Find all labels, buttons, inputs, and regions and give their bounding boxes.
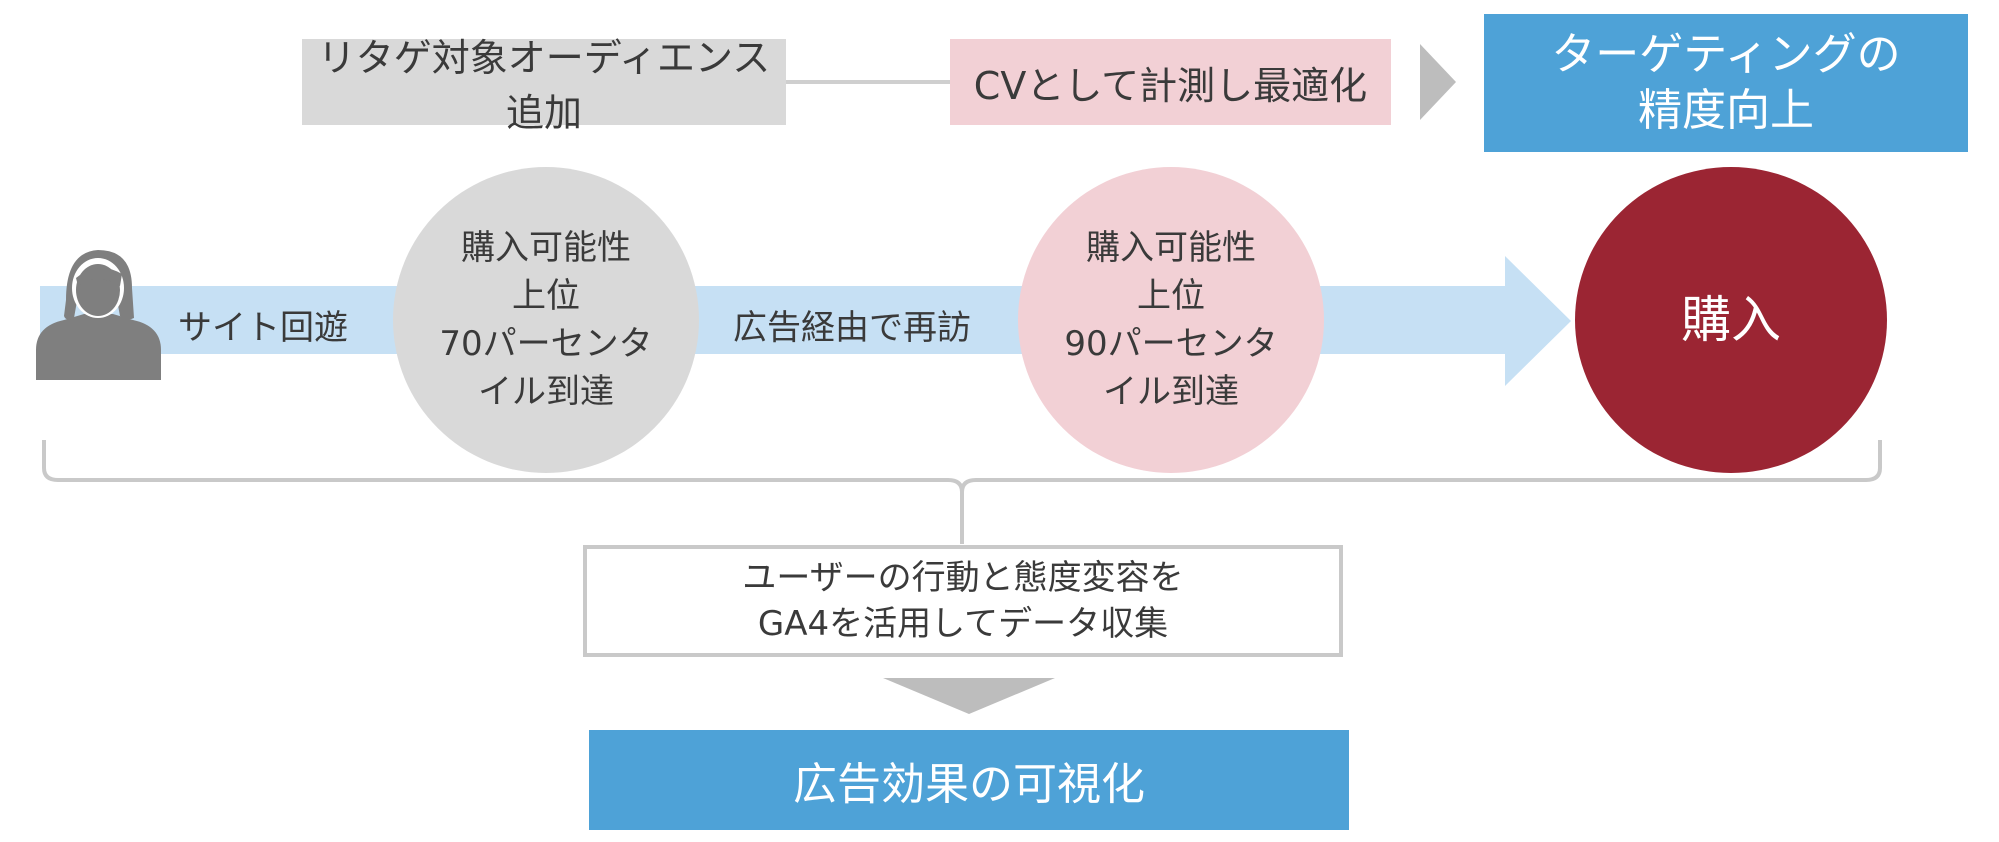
stage1-line-4: イル到達 [478,372,614,412]
stage1-line-2: 上位 [512,276,580,316]
stage-90-percentile-circle: 購入可能性 上位 90パーセンタ イル到達 [1018,167,1324,473]
stage2-line-4: イル到達 [1103,372,1239,412]
targeting-line-1: ターゲティングの [1551,29,1901,80]
ad-effect-visualization-label: 広告効果の可視化 [793,759,1145,810]
right-arrow-icon [1420,44,1456,120]
targeting-accuracy-box: ターゲティングの 精度向上 [1484,14,1968,152]
retarget-audience-box: リタゲ対象オーディエンス追加 [302,36,786,135]
connector-line [786,80,950,84]
data-collection-box: ユーザーの行動と態度変容を GA4を活用してデータ収集 [583,545,1343,657]
purchase-label: 購入 [1681,291,1781,349]
ad-revisit-label: 広告経由で再訪 [733,308,971,348]
bracket-brace [42,440,1882,544]
stage2-line-1: 購入可能性 [1086,228,1256,268]
cv-optimize-label: CVとして計測し最適化 [973,63,1368,108]
site-visit-label: サイト回遊 [178,308,348,348]
retarget-audience-label: リタゲ対象オーディエンス追加 [317,36,771,135]
stage1-line-1: 購入可能性 [461,228,631,268]
purchase-circle: 購入 [1575,167,1887,473]
stage2-line-2: 上位 [1137,276,1205,316]
stage-70-percentile-circle: 購入可能性 上位 70パーセンタ イル到達 [393,167,699,473]
user-icon [36,250,161,380]
flow-arrow-head-icon [1505,256,1571,386]
cv-optimize-box: CVとして計測し最適化 [950,39,1391,125]
summary-line-2: GA4を活用してデータ収集 [757,604,1169,644]
stage1-line-3: 70パーセンタ [439,324,653,364]
down-arrow-icon [883,678,1055,714]
targeting-line-2: 精度向上 [1638,85,1814,136]
stage2-line-3: 90パーセンタ [1064,324,1278,364]
summary-line-1: ユーザーの行動と態度変容を [742,558,1184,598]
ad-effect-visualization-box: 広告効果の可視化 [589,730,1349,830]
